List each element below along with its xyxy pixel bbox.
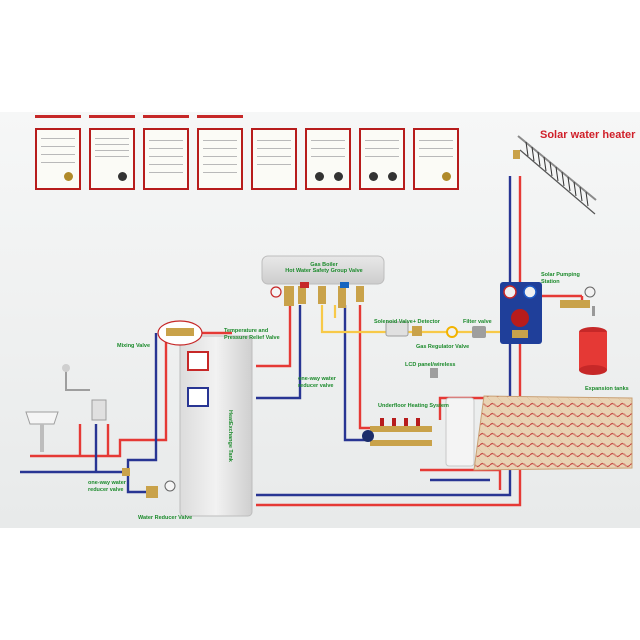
label-solar-pumping-1: Solar Pumping [541, 272, 580, 278]
label-mixing-valve: Mixing Valve [117, 343, 151, 349]
label-filter-valve: Filter valve [463, 319, 492, 325]
cold-pipe-boiler [256, 305, 302, 400]
cold-water-pipes [20, 176, 512, 497]
cold-pipe-underfloor [343, 305, 372, 442]
hot-pipe-boiler-left [256, 305, 292, 368]
label-expansion-tanks: Expansion tanks [585, 386, 629, 392]
sink-and-shower [25, 364, 107, 452]
label-heat-exchange-tank: HeatExchange Tank [227, 410, 233, 462]
gas-pipes [320, 305, 500, 334]
label-one-way-valve-left-1: one-way water [88, 480, 126, 486]
certificate-8 [413, 128, 459, 190]
label-temp-relief-2: Pressure Relief Valve [224, 335, 280, 341]
hot-water-pipes [30, 176, 584, 507]
gas-components [385, 321, 486, 378]
hot-pipe-mixing [30, 333, 168, 458]
label-one-way-valve-left-2: reducer valve [88, 487, 124, 493]
label-one-way-valve-right-1: one-way water [298, 376, 336, 382]
certificate-4 [197, 128, 243, 190]
certificate-1 [35, 128, 81, 190]
diagram-title: Solar water heater [540, 129, 636, 141]
label-one-way-valve-right-2: reducer valve [298, 383, 334, 389]
solar-pumping-station [500, 282, 596, 344]
solar-collector [513, 135, 597, 215]
label-gas-boiler: Gas Boiler [310, 262, 338, 268]
hot-pipe-solar-return [256, 340, 522, 507]
certificate-3 [143, 128, 189, 190]
label-lcd-panel: LCD panel/wireless [405, 362, 456, 368]
certificate-7 [359, 128, 405, 190]
hot-pipe-underfloor [358, 305, 372, 430]
label-gas-regulator: Gas Regulator Valve [416, 344, 470, 350]
certificate-6 [305, 128, 351, 190]
certificate-5 [251, 128, 297, 190]
gas-boiler [261, 255, 385, 308]
mixing-valve-detail [157, 320, 203, 346]
heated-floor [473, 395, 633, 471]
cold-pipe-solar-return [256, 340, 512, 497]
label-underfloor-heating: Underfloor Heating System [378, 403, 449, 409]
hot-pipe-floor-top [438, 396, 500, 420]
water-reducer-valve [122, 468, 176, 498]
label-safety-group-valve: Hot Water Safety Group Valve [285, 268, 363, 274]
label-solenoid-valve: Solenoid Valve+ Detector [374, 319, 440, 325]
cold-pipe-supply [126, 472, 150, 494]
label-temp-relief-1: Temperature and [224, 328, 269, 334]
label-solar-pumping-2: Station [541, 279, 560, 285]
gas-pipe-main [320, 305, 500, 334]
expansion-tank [579, 306, 607, 375]
cold-pipe-mixing [20, 333, 158, 474]
certificate-2 [89, 128, 135, 190]
label-water-reducer-valve: Water Reducer Valve [138, 515, 193, 521]
underfloor-manifold [362, 397, 475, 467]
heat-exchange-tank [179, 335, 253, 517]
